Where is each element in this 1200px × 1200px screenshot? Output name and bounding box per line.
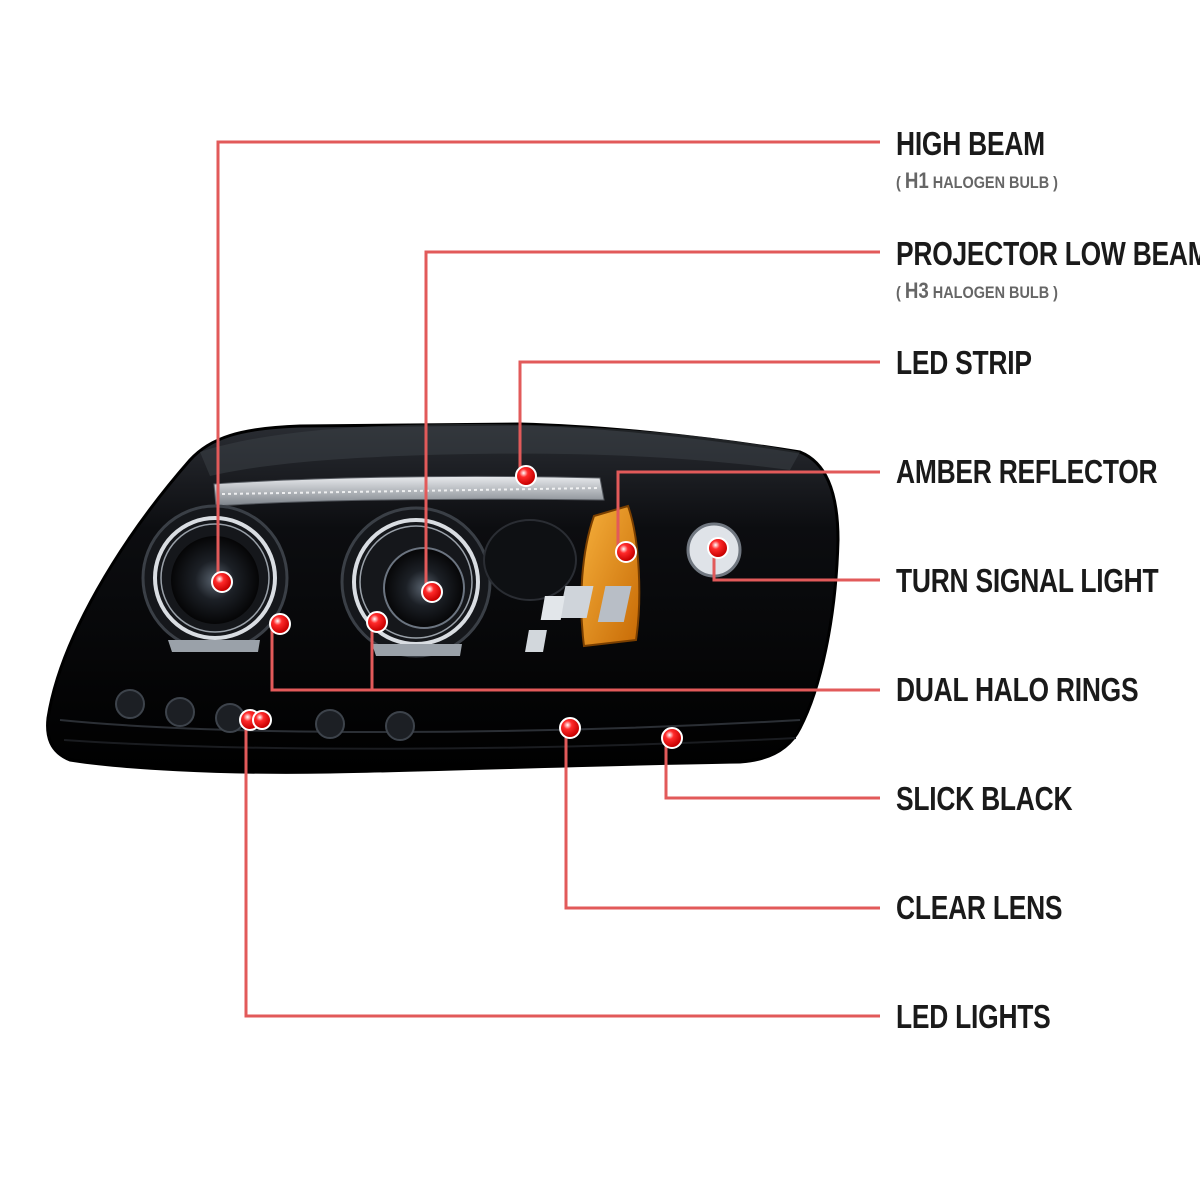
sublabel-projector-low-beam: ( H3 HALOGEN BULB ) [896, 278, 1058, 303]
marker-led-strip [515, 465, 537, 487]
label-turn-signal-light: TURN SIGNAL LIGHT [896, 562, 1159, 599]
amber-reflector-lens [580, 504, 641, 648]
led-lights-row [115, 689, 415, 741]
leader-high-beam [216, 140, 880, 580]
label-amber-reflector: AMBER REFLECTOR [896, 453, 1158, 490]
leader-clear-lens [564, 728, 880, 910]
leader-led-lights [244, 722, 880, 1018]
label-projector-low-beam: PROJECTOR LOW BEAM [896, 235, 1200, 272]
label-high-beam: HIGH BEAM [896, 125, 1045, 162]
marker-clear-lens [559, 717, 581, 739]
leader-led-strip [518, 360, 880, 476]
marker-halo-ring-left [269, 613, 291, 635]
reflector-bowl [483, 519, 577, 601]
marker-amber-reflector [615, 541, 637, 563]
label-dual-halo-rings: DUAL HALO RINGS [896, 671, 1139, 708]
label-led-strip: LED STRIP [896, 344, 1032, 381]
label-led-lights: LED LIGHTS [896, 998, 1051, 1035]
marker-led-lights-2 [252, 710, 272, 730]
leader-lines [216, 140, 880, 1018]
projector-low-beam-lamp [340, 506, 492, 658]
high-beam-lamp [141, 504, 289, 652]
sublabel-high-beam: ( H1 HALOGEN BULB ) [896, 168, 1058, 193]
label-clear-lens: CLEAR LENS [896, 889, 1063, 926]
led-strip-bar [213, 475, 605, 507]
marker-halo-ring-right [366, 611, 388, 633]
marker-slick-black [661, 727, 683, 749]
markers [211, 465, 729, 749]
label-slick-black: SLICK BLACK [896, 780, 1073, 817]
leader-turn-signal-light [712, 548, 880, 582]
leader-slick-black [664, 738, 880, 800]
leader-amber-reflector [616, 470, 880, 550]
marker-turn-signal-light [707, 537, 729, 559]
leader-projector-low-beam [424, 250, 880, 592]
marker-projector-low-beam [421, 581, 443, 603]
marker-high-beam [211, 571, 233, 593]
leader-dual-halo-rings [270, 626, 880, 692]
